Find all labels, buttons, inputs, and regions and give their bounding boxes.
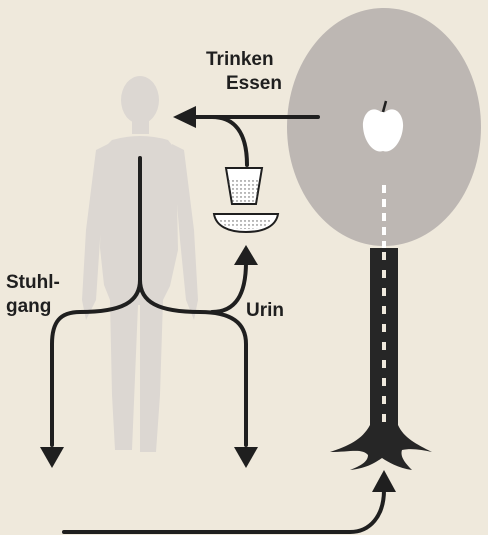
label-trinken: Trinken [206,49,274,71]
tree-trunk [370,248,398,434]
stuhlgang-arrowhead [40,447,64,468]
recycle-arrowhead [234,245,258,265]
glass-icon [226,168,262,204]
food-arrow-branch [212,117,247,165]
nutrient-return-arrow [64,490,384,532]
label-essen: Essen [226,73,282,95]
label-urin: Urin [246,300,284,322]
tree-roots [330,425,432,470]
label-stuhlgang-line1: Stuhl- [6,272,60,294]
food-arrowhead [173,106,196,128]
label-stuhlgang-line2: gang [6,296,51,318]
urin-recycle-arrow [212,262,246,312]
urin-arrowhead [234,447,258,468]
bowl-icon [214,214,278,232]
return-arrowhead [372,470,396,492]
